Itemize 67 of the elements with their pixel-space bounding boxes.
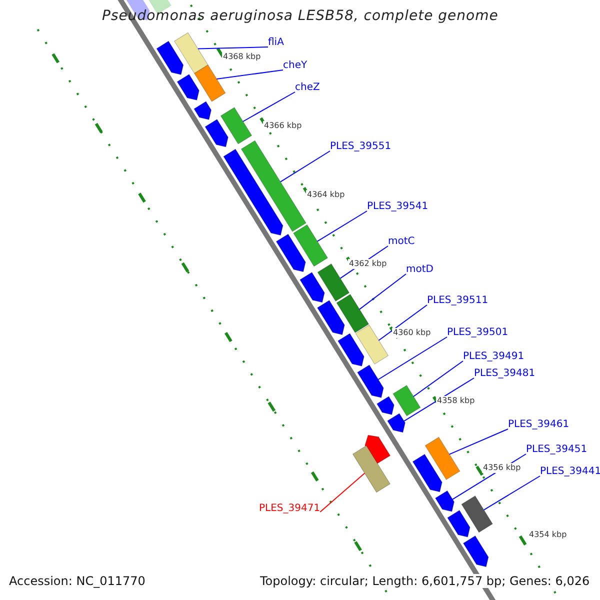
- gene-feature: [387, 413, 406, 433]
- gene-label: PLES_39461: [508, 419, 570, 431]
- leader-line: [483, 476, 540, 510]
- gene-label: motD: [406, 264, 434, 276]
- scale-label: 4368 kbp: [222, 52, 262, 62]
- gene-block: [194, 64, 226, 102]
- gene-label: fliA: [268, 37, 284, 49]
- leader-line: [242, 92, 296, 122]
- leader-line: [316, 210, 368, 242]
- scale-label: 4358 kbp: [436, 396, 476, 406]
- gene-feature: [338, 333, 364, 366]
- gene-label: PLES_39541: [367, 201, 428, 213]
- leader-line: [404, 378, 474, 422]
- gene-feature: [364, 434, 391, 464]
- gene-label: PLES_39481: [474, 368, 536, 380]
- gene-feature: [300, 272, 325, 303]
- accession-text: Accession: NC_011770: [9, 574, 146, 588]
- gene-feature: [176, 74, 200, 100]
- genome-info-text: Topology: circular; Length: 6,601,757 bp; Genes: 6,026: [260, 574, 590, 588]
- leader-line: [359, 274, 406, 310]
- gene-feature: [376, 396, 394, 415]
- scale-label: 4366 kbp: [263, 121, 303, 131]
- gene-feature: [462, 535, 489, 568]
- gene-block: [293, 224, 328, 267]
- gene-feature: [276, 234, 306, 272]
- gene-label: cheY: [283, 60, 308, 72]
- scale-label: 4360 kbp: [392, 328, 432, 338]
- gene-label: motC: [388, 236, 415, 248]
- gene-label: PLES_39441: [540, 466, 600, 478]
- gene-feature: [194, 101, 212, 120]
- gene-block: [392, 384, 421, 416]
- gene-label: cheZ: [295, 82, 320, 94]
- leader-line: [448, 428, 508, 455]
- gene-block: [336, 294, 370, 334]
- gene-label: PLES_39511: [427, 295, 488, 307]
- scale-label: 4364 kbp: [306, 190, 346, 200]
- leader-line: [216, 70, 284, 80]
- scale-label: 4354 kbp: [528, 530, 568, 540]
- gene-feature: [447, 510, 470, 538]
- gene-block: [220, 107, 252, 144]
- gene-block: [461, 495, 493, 533]
- leader-line: [320, 472, 366, 512]
- gene-label: PLES_39501: [447, 327, 508, 339]
- leader-line: [280, 150, 330, 182]
- leader-line: [198, 46, 268, 50]
- gene-feature: [156, 40, 184, 75]
- gene-block: [317, 263, 350, 302]
- gene-block: [355, 324, 389, 364]
- gene-block: [424, 436, 460, 480]
- gene-label: PLES_39451: [526, 444, 588, 456]
- gene-feature: [434, 490, 454, 512]
- gene-feature: [316, 300, 345, 336]
- gene-label: PLES_39491: [463, 351, 524, 363]
- leader-line: [378, 304, 428, 341]
- gene-feature: [412, 454, 442, 492]
- gene-label: PLES_39471: [259, 503, 320, 515]
- leader-line: [413, 360, 464, 397]
- gene-block: [240, 140, 306, 232]
- gene-feature: [223, 148, 284, 236]
- leader-line: [378, 336, 448, 380]
- gene-feature: [357, 364, 384, 398]
- gene-block: [174, 32, 208, 74]
- scale-label: 4362 kbp: [348, 259, 388, 269]
- gene-label: PLES_39551: [330, 141, 392, 153]
- scale-label: 4356 kbp: [482, 463, 522, 473]
- gene-feature: [204, 118, 228, 148]
- gene-block: [352, 445, 390, 493]
